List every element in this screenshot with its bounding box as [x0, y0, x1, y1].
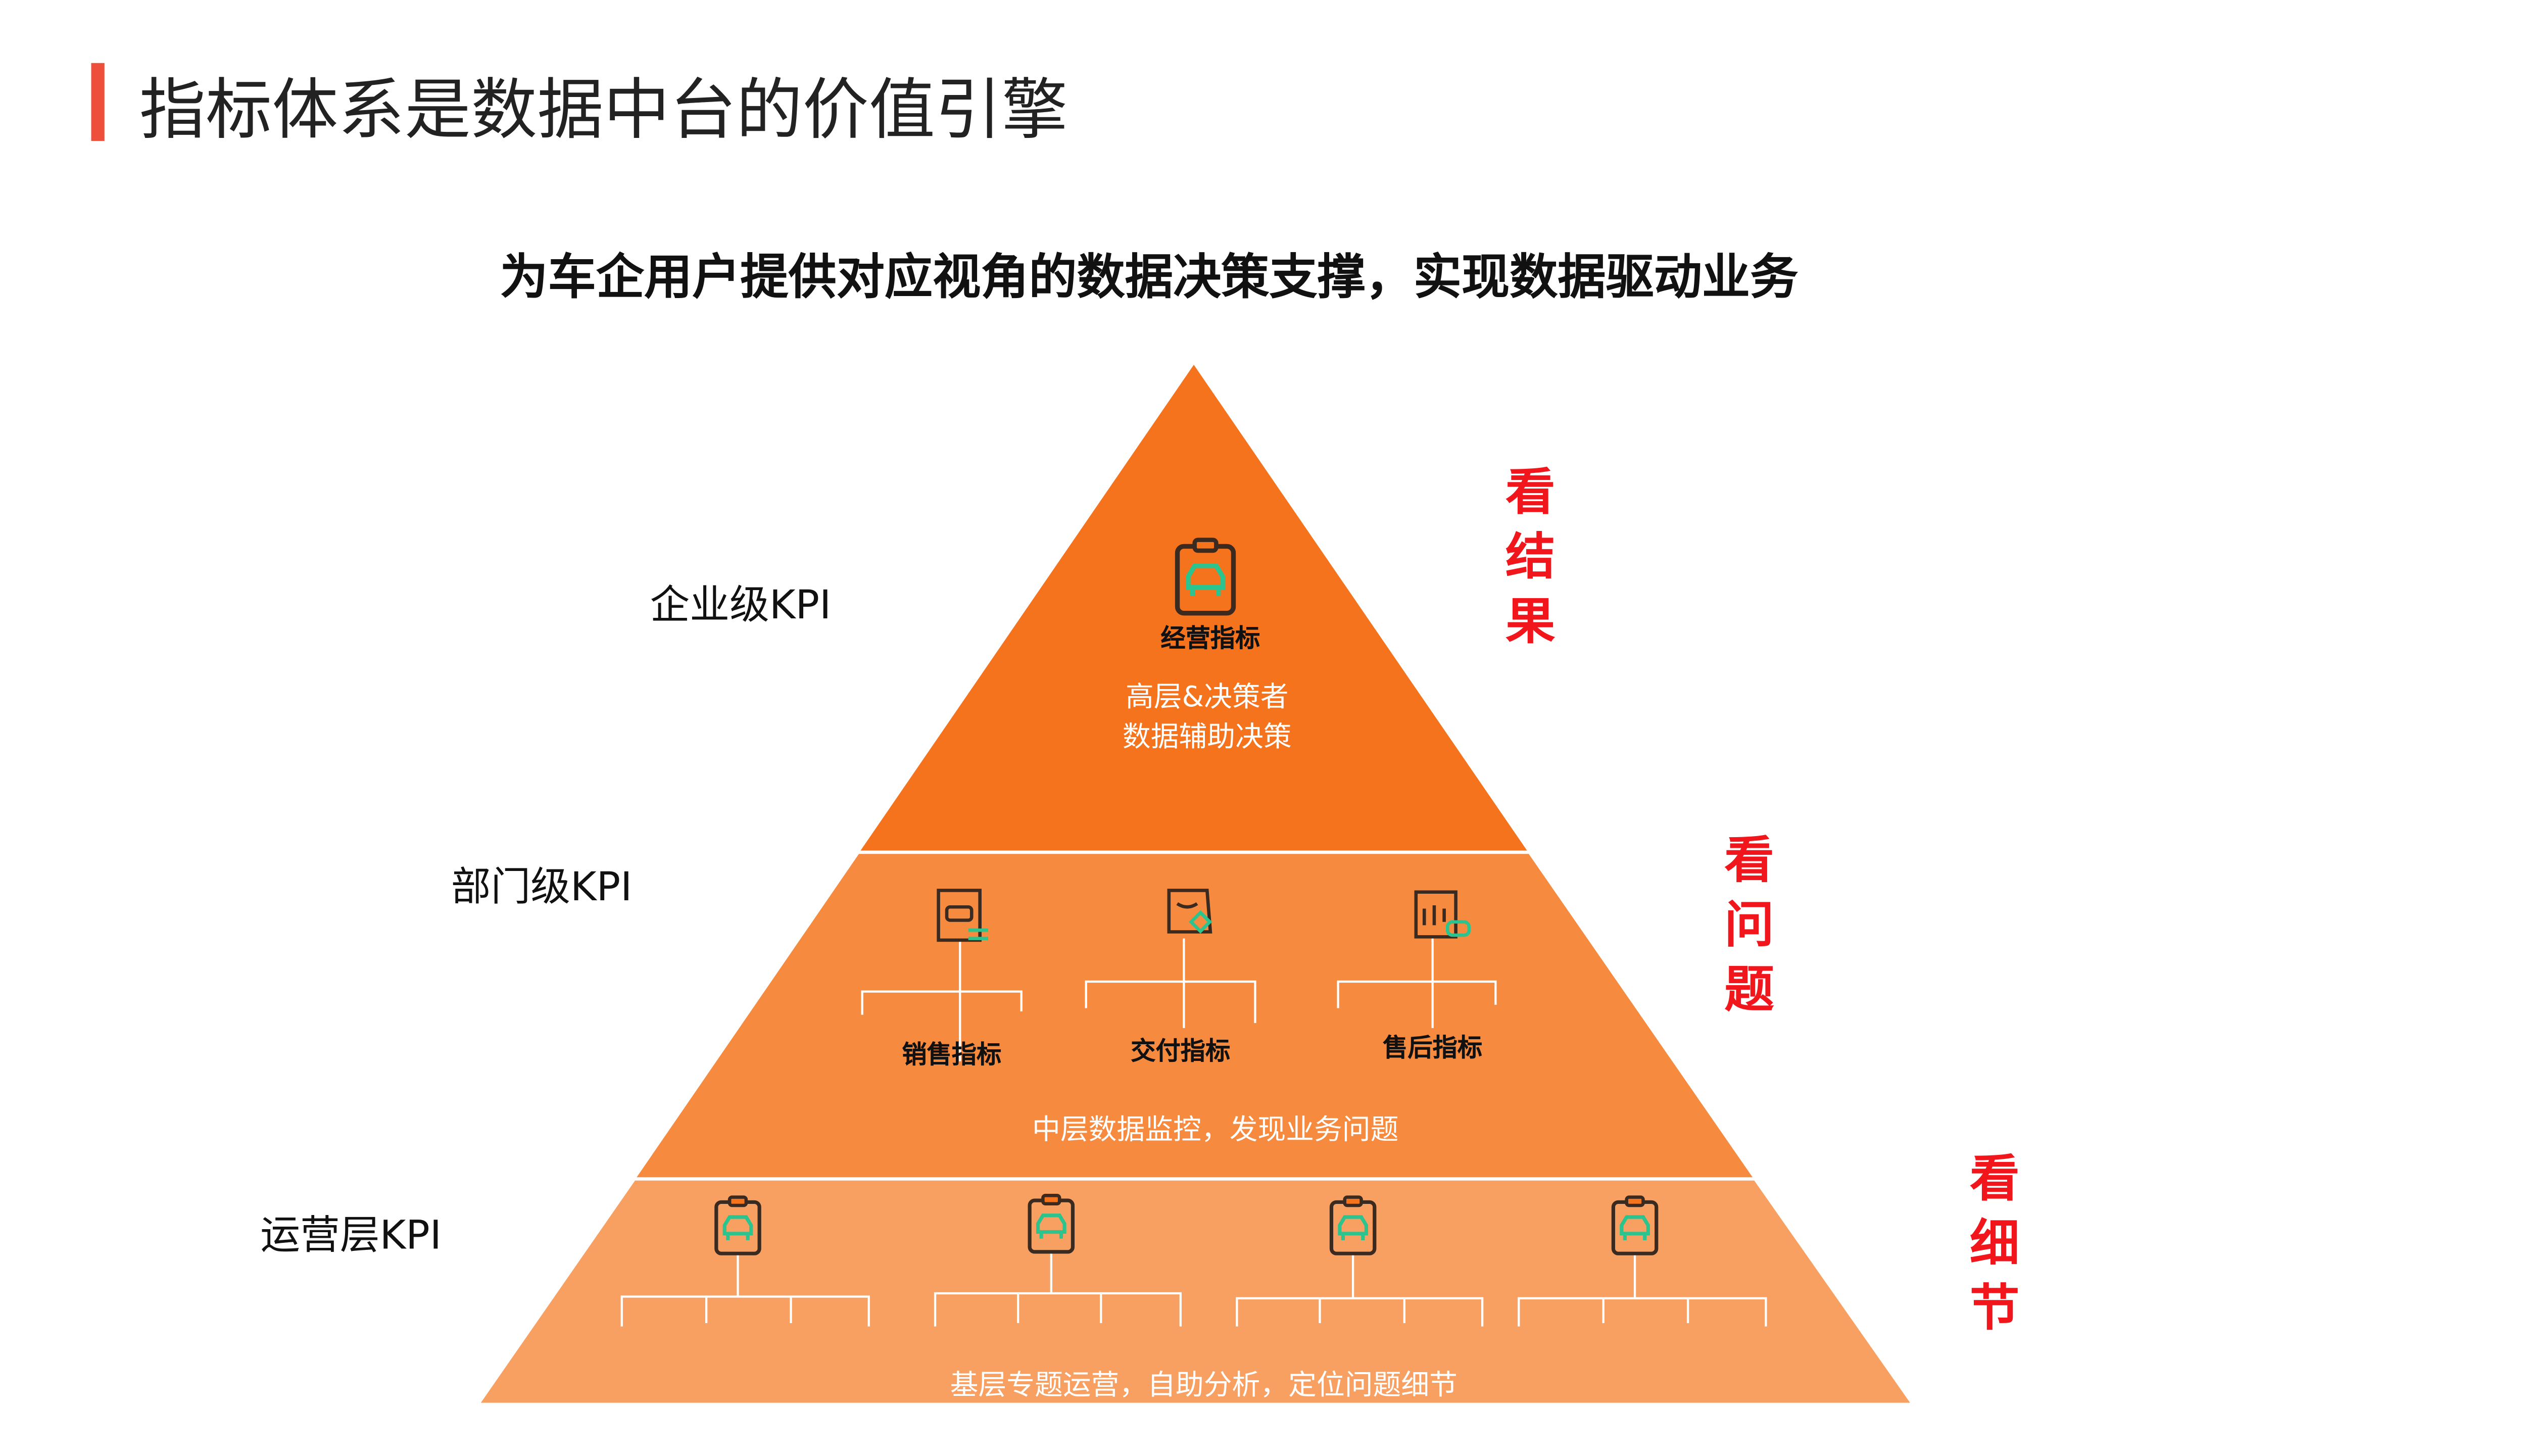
metric-operating: 经营指标 [1160, 623, 1260, 654]
metric-delivery: 交付指标 [1131, 1036, 1231, 1066]
pyramid-middle-tier [637, 854, 1753, 1178]
top-desc-line2: 数据辅助决策 [1122, 721, 1292, 755]
delivery-icon [1167, 889, 1212, 934]
tree-connectors [620, 938, 1767, 1327]
pyramid-bottom-tier [480, 1180, 1910, 1403]
aftersales-icon [1414, 890, 1471, 939]
page-subtitle: 为车企用户提供对应视角的数据决策支撑，实现数据驱动业务 [500, 249, 1799, 305]
level-label-operations: 运营层KPI [260, 1212, 442, 1259]
top-desc-line1: 高层&决策者 [1126, 681, 1289, 715]
clipboard-car-icon [714, 1195, 761, 1255]
bottom-desc: 基层专题运营，自助分析，定位问题细节 [950, 1369, 1458, 1403]
sales-icon [937, 889, 989, 942]
metric-aftersales: 售后指标 [1383, 1033, 1483, 1063]
side-label-problems: 看问题 [1724, 832, 1774, 1020]
page-title: 指标体系是数据中台的价值引擎 [139, 73, 1068, 150]
clipboard-car-icon [1611, 1195, 1659, 1255]
metric-sales: 销售指标 [902, 1039, 1002, 1070]
side-label-results: 看结果 [1505, 464, 1556, 652]
middle-desc: 中层数据监控，发现业务问题 [1032, 1114, 1399, 1148]
clipboard-car-icon [1329, 1195, 1377, 1255]
pyramid-top-tier [860, 365, 1527, 851]
clipboard-car-icon [1175, 538, 1236, 616]
level-label-department: 部门级KPI [451, 863, 633, 910]
clipboard-car-icon [1028, 1194, 1075, 1254]
side-label-details: 看细节 [1970, 1150, 2020, 1338]
level-label-enterprise: 企业级KPI [650, 581, 832, 628]
title-accent-bar [91, 63, 105, 141]
